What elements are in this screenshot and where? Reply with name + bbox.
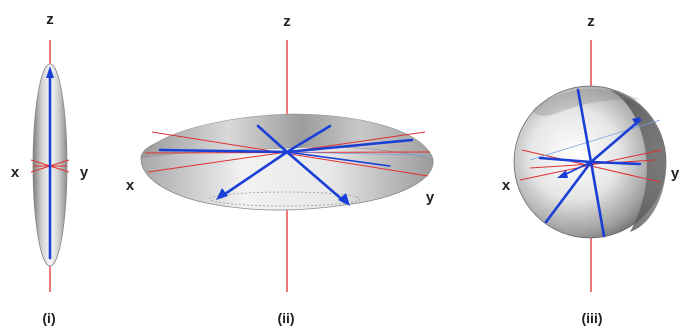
z-label: z (46, 11, 54, 28)
blue-vector (589, 118, 642, 164)
blue-vector (544, 160, 593, 224)
panel-label: (i) (42, 310, 55, 326)
x-label: x (11, 164, 20, 181)
blue-vector (220, 150, 289, 198)
sphere-top-cap (532, 89, 640, 116)
y-label: y (426, 189, 435, 206)
blue-vector (285, 138, 414, 154)
blue-vector (285, 150, 347, 204)
arrow-head (338, 193, 350, 206)
y-label: y (671, 165, 680, 182)
x-label: x (126, 177, 135, 194)
arrow-head (46, 66, 54, 78)
z-label: z (587, 13, 595, 30)
x-label: x (502, 177, 511, 194)
panel-iii: z x y (iii) (502, 13, 680, 326)
blue-vector (286, 151, 391, 167)
blue-vector (285, 124, 332, 154)
panel-ii: z x y (ii) (126, 13, 435, 326)
blue-vector (538, 156, 593, 164)
arrow-head (216, 188, 228, 200)
arrow-head (557, 170, 568, 178)
sphere-cut-section (610, 90, 667, 232)
panel-label: (iii) (582, 310, 603, 326)
z-label: z (283, 13, 291, 30)
blue-vector (256, 124, 289, 154)
blue-vector (589, 160, 606, 238)
y-label: y (80, 164, 89, 181)
thin-axis-line (529, 119, 661, 161)
blue-vector (158, 148, 289, 154)
blue-vector (576, 88, 593, 164)
arrow-head (632, 117, 640, 126)
panel-label: (ii) (277, 310, 294, 326)
panel-i: z x y (i) (11, 11, 89, 326)
dotted-rim (209, 191, 361, 207)
blue-vector (589, 160, 642, 166)
